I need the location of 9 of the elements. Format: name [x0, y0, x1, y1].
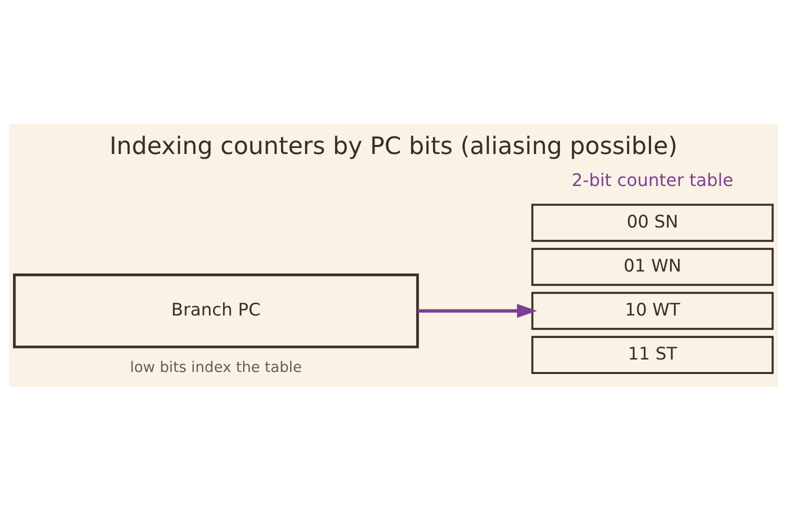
arrow	[418, 303, 538, 318]
node-box: 10 WT	[531, 291, 774, 330]
node-label: low bits index the table	[130, 358, 302, 376]
node-box: 00 SN	[531, 203, 774, 242]
node-box: 01 WN	[531, 247, 774, 286]
node-box: 11 ST	[531, 335, 774, 374]
diagram-title: Indexing counters by PC bits (aliasing possible)	[109, 131, 678, 160]
node-box: Branch PC	[13, 273, 419, 348]
label: 2-bit counter table	[572, 170, 734, 190]
